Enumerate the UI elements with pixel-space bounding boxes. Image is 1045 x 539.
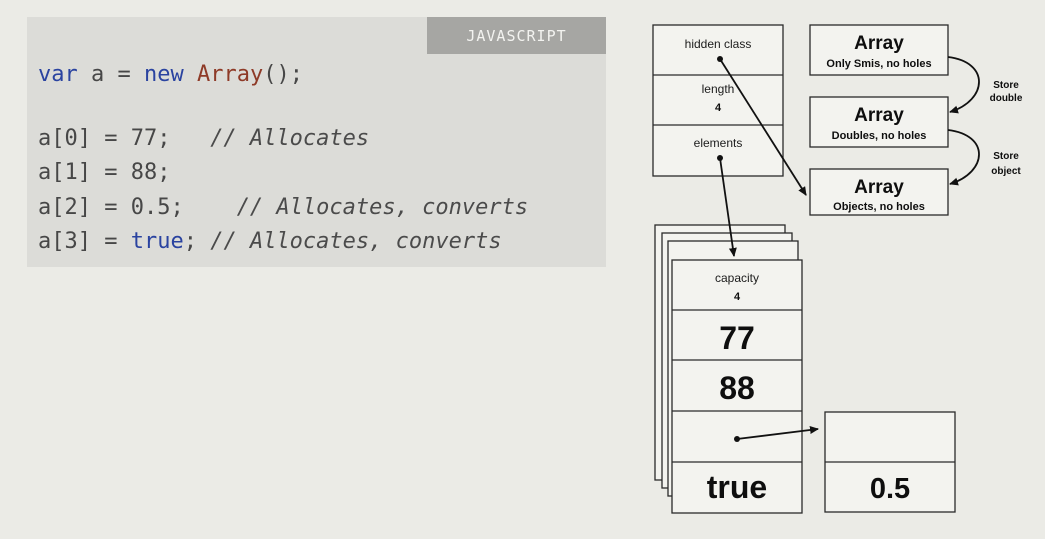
code-comment: // Allocates [210, 126, 370, 151]
code-text: ; [183, 229, 211, 254]
elements-label: elements [694, 136, 743, 150]
code-text: a = [77, 62, 144, 87]
hidden-class-label: hidden class [685, 37, 752, 51]
constructor-array: Array [196, 62, 264, 87]
element-cell: 77 [719, 320, 755, 356]
length-value: 4 [715, 102, 722, 114]
heap-number: 0.5 [824, 411, 956, 513]
element-cell: true [707, 469, 767, 505]
map-doubles: Array Doubles, no holes [809, 96, 949, 148]
transition-label: object [991, 166, 1021, 177]
map-objects: Array Objects, no holes [809, 168, 949, 216]
code-comment: // Allocates, converts [210, 229, 502, 254]
element-cell: 88 [719, 370, 755, 406]
array-object: hidden class length 4 elements [652, 24, 784, 177]
keyword-new: new [143, 62, 184, 87]
transition-arrow-object [947, 129, 980, 186]
code-text: a[1] = 88; [38, 160, 171, 185]
map-title: Array [854, 33, 904, 54]
map-smis: Array Only Smis, no holes [809, 24, 949, 76]
code-line-3: a[1] = 88; [38, 160, 170, 186]
capacity-label: capacity [715, 271, 759, 285]
code-line-5: a[3] = true; // Allocates, converts [38, 229, 502, 255]
code-line-1: var a = new Array(); [38, 62, 303, 88]
map-subtitle: Only Smis, no holes [826, 58, 931, 70]
map-subtitle: Objects, no holes [833, 201, 925, 213]
code-panel: JAVASCRIPT var a = new Array(); a[0] = 7… [27, 17, 606, 267]
keyword-true: true [130, 229, 184, 254]
capacity-value: 4 [734, 291, 741, 303]
code-text: a[0] = 77; [38, 126, 211, 151]
keyword-var: var [38, 62, 78, 87]
transition-arrow-double [947, 56, 980, 114]
code-line-2: a[0] = 77; // Allocates [38, 126, 369, 152]
array-object-box [652, 24, 784, 177]
heap-number-pointer [736, 426, 819, 440]
code-line-4: a[2] = 0.5; // Allocates, converts [38, 195, 528, 221]
language-badge: JAVASCRIPT [427, 17, 606, 54]
transition-label: double [990, 93, 1023, 104]
code-text: a[3] = [38, 229, 131, 254]
map-title: Array [854, 177, 904, 198]
map-title: Array [854, 105, 904, 126]
heap-number-value: 0.5 [870, 473, 910, 505]
map-subtitle: Doubles, no holes [832, 130, 927, 142]
code-comment: // Allocates, converts [236, 195, 529, 220]
hidden-class-pointer [719, 58, 807, 196]
transition-label: Store [993, 151, 1019, 162]
code-text: a[2] = 0.5; [38, 195, 237, 220]
elements-pointer [719, 157, 737, 257]
transition-label: Store [993, 80, 1019, 91]
length-label: length [702, 82, 735, 96]
code-text: (); [263, 62, 303, 87]
backing-store: capacity 4 77 88 true [671, 259, 803, 514]
